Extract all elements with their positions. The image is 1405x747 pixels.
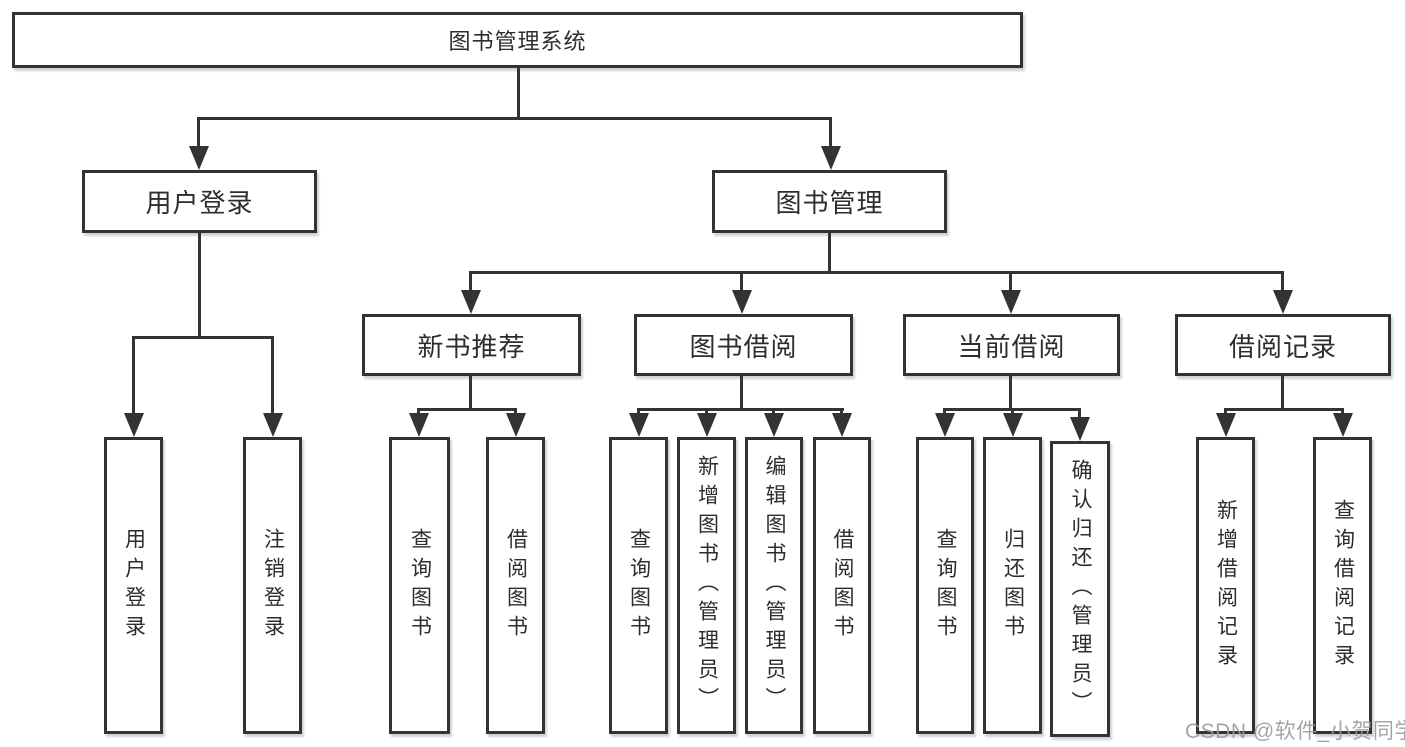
arrow-down-to-query-books-1: [408, 408, 429, 437]
leaf-add-book-admin: 新增图书（管理员）: [677, 437, 736, 734]
leaf-borrow-books-borrowing: 借阅图书: [813, 437, 871, 734]
arrow-down-to-user-login: [188, 117, 209, 170]
arrow-down-to-confirm-return-admin: [1069, 408, 1090, 441]
arrow-down-to-query-borrow-record: [1332, 408, 1353, 437]
node-book-borrowing-label: 图书借阅: [689, 331, 798, 362]
leaf-user-login: 用户登录: [104, 437, 163, 734]
connector-current-borrowing-stem: [1009, 375, 1012, 411]
leaf-add-book-admin-label: 新增图书（管理员）: [695, 455, 719, 716]
leaf-query-books-borrowing: 查询图书: [609, 437, 668, 734]
leaf-query-books-recommend-label: 查询图书: [408, 527, 432, 644]
leaf-query-books-recommend: 查询图书: [389, 437, 450, 734]
arrow-down-to-borrow-books-2: [831, 408, 852, 437]
node-borrowing-records-label: 借阅记录: [1228, 331, 1337, 362]
connector-new-book-recommend-branch: [417, 408, 517, 411]
leaf-query-books-borrowing-label: 查询图书: [627, 527, 651, 644]
node-current-borrowing-label: 当前借阅: [957, 331, 1066, 362]
leaf-borrow-books-recommend-label: 借阅图书: [504, 527, 528, 644]
arrow-down-to-book-borrowing: [731, 271, 752, 314]
arrow-down-to-leaf-user-login: [123, 336, 144, 437]
leaf-edit-book-admin: 编辑图书（管理员）: [745, 437, 803, 734]
watermark: CSDN @软件_小贺同学: [1185, 720, 1405, 743]
leaf-edit-book-admin-label: 编辑图书（管理员）: [763, 455, 786, 716]
node-book-borrowing: 图书借阅: [634, 314, 853, 376]
leaf-logout-label: 注销登录: [261, 527, 285, 644]
leaf-add-borrow-record: 新增借阅记录: [1196, 437, 1255, 734]
arrow-down-to-new-book-recommend: [460, 271, 481, 314]
leaf-query-borrow-record: 查询借阅记录: [1313, 437, 1372, 734]
arrow-down-to-current-borrowing: [1000, 271, 1021, 314]
node-borrowing-records: 借阅记录: [1175, 314, 1391, 376]
node-user-login: 用户登录: [82, 170, 317, 233]
connector-user-login-branch: [132, 336, 274, 339]
connector-book-borrowing-stem: [740, 375, 743, 411]
connector-user-login-stem: [198, 232, 201, 339]
arrow-down-to-borrow-books-1: [505, 408, 526, 437]
leaf-confirm-return-admin: 确认归还（管理员）: [1050, 441, 1110, 737]
connector-root-stem: [517, 68, 520, 120]
connector-book-management-stem: [828, 232, 831, 274]
leaf-borrow-books-recommend: 借阅图书: [486, 437, 545, 734]
arrow-down-to-add-book-admin: [696, 408, 717, 437]
arrow-down-to-query-books-2: [628, 408, 649, 437]
leaf-confirm-return-admin-label: 确认归还（管理员）: [1069, 458, 1092, 720]
leaf-query-books-current-label: 查询图书: [934, 527, 957, 644]
node-new-book-recommend-label: 新书推荐: [417, 331, 526, 362]
arrow-down-to-borrowing-records: [1272, 271, 1293, 314]
connector-book-management-branch: [469, 271, 1284, 274]
leaf-add-borrow-record-label: 新增借阅记录: [1214, 498, 1238, 673]
node-book-management-label: 图书管理: [775, 188, 884, 218]
leaf-borrow-books-borrowing-label: 借阅图书: [831, 527, 854, 644]
arrow-down-to-book-management: [820, 117, 841, 170]
node-book-management: 图书管理: [712, 170, 947, 233]
node-user-login-label: 用户登录: [145, 188, 254, 218]
leaf-return-books-label: 归还图书: [1001, 527, 1025, 644]
leaf-return-books: 归还图书: [983, 437, 1042, 734]
node-new-book-recommend: 新书推荐: [362, 314, 581, 376]
node-root-label: 图书管理系统: [448, 29, 587, 54]
connector-borrowing-records-branch: [1224, 408, 1344, 411]
connector-book-borrowing-branch: [637, 408, 844, 411]
leaf-query-books-current: 查询图书: [916, 437, 974, 734]
leaf-logout: 注销登录: [243, 437, 302, 734]
leaf-user-login-label: 用户登录: [122, 527, 146, 644]
connector-new-book-recommend-stem: [469, 375, 472, 411]
leaf-query-borrow-record-label: 查询借阅记录: [1331, 498, 1355, 673]
node-root: 图书管理系统: [12, 12, 1023, 68]
connector-root-branch: [197, 117, 832, 120]
arrow-down-to-query-books-3: [934, 408, 955, 437]
node-current-borrowing: 当前借阅: [903, 314, 1120, 376]
arrow-down-to-return-books: [1002, 408, 1023, 437]
connector-borrowing-records-stem: [1281, 375, 1284, 411]
arrow-down-to-edit-book-admin: [763, 408, 784, 437]
arrow-down-to-add-borrow-record: [1215, 408, 1236, 437]
arrow-down-to-leaf-logout: [262, 336, 283, 437]
